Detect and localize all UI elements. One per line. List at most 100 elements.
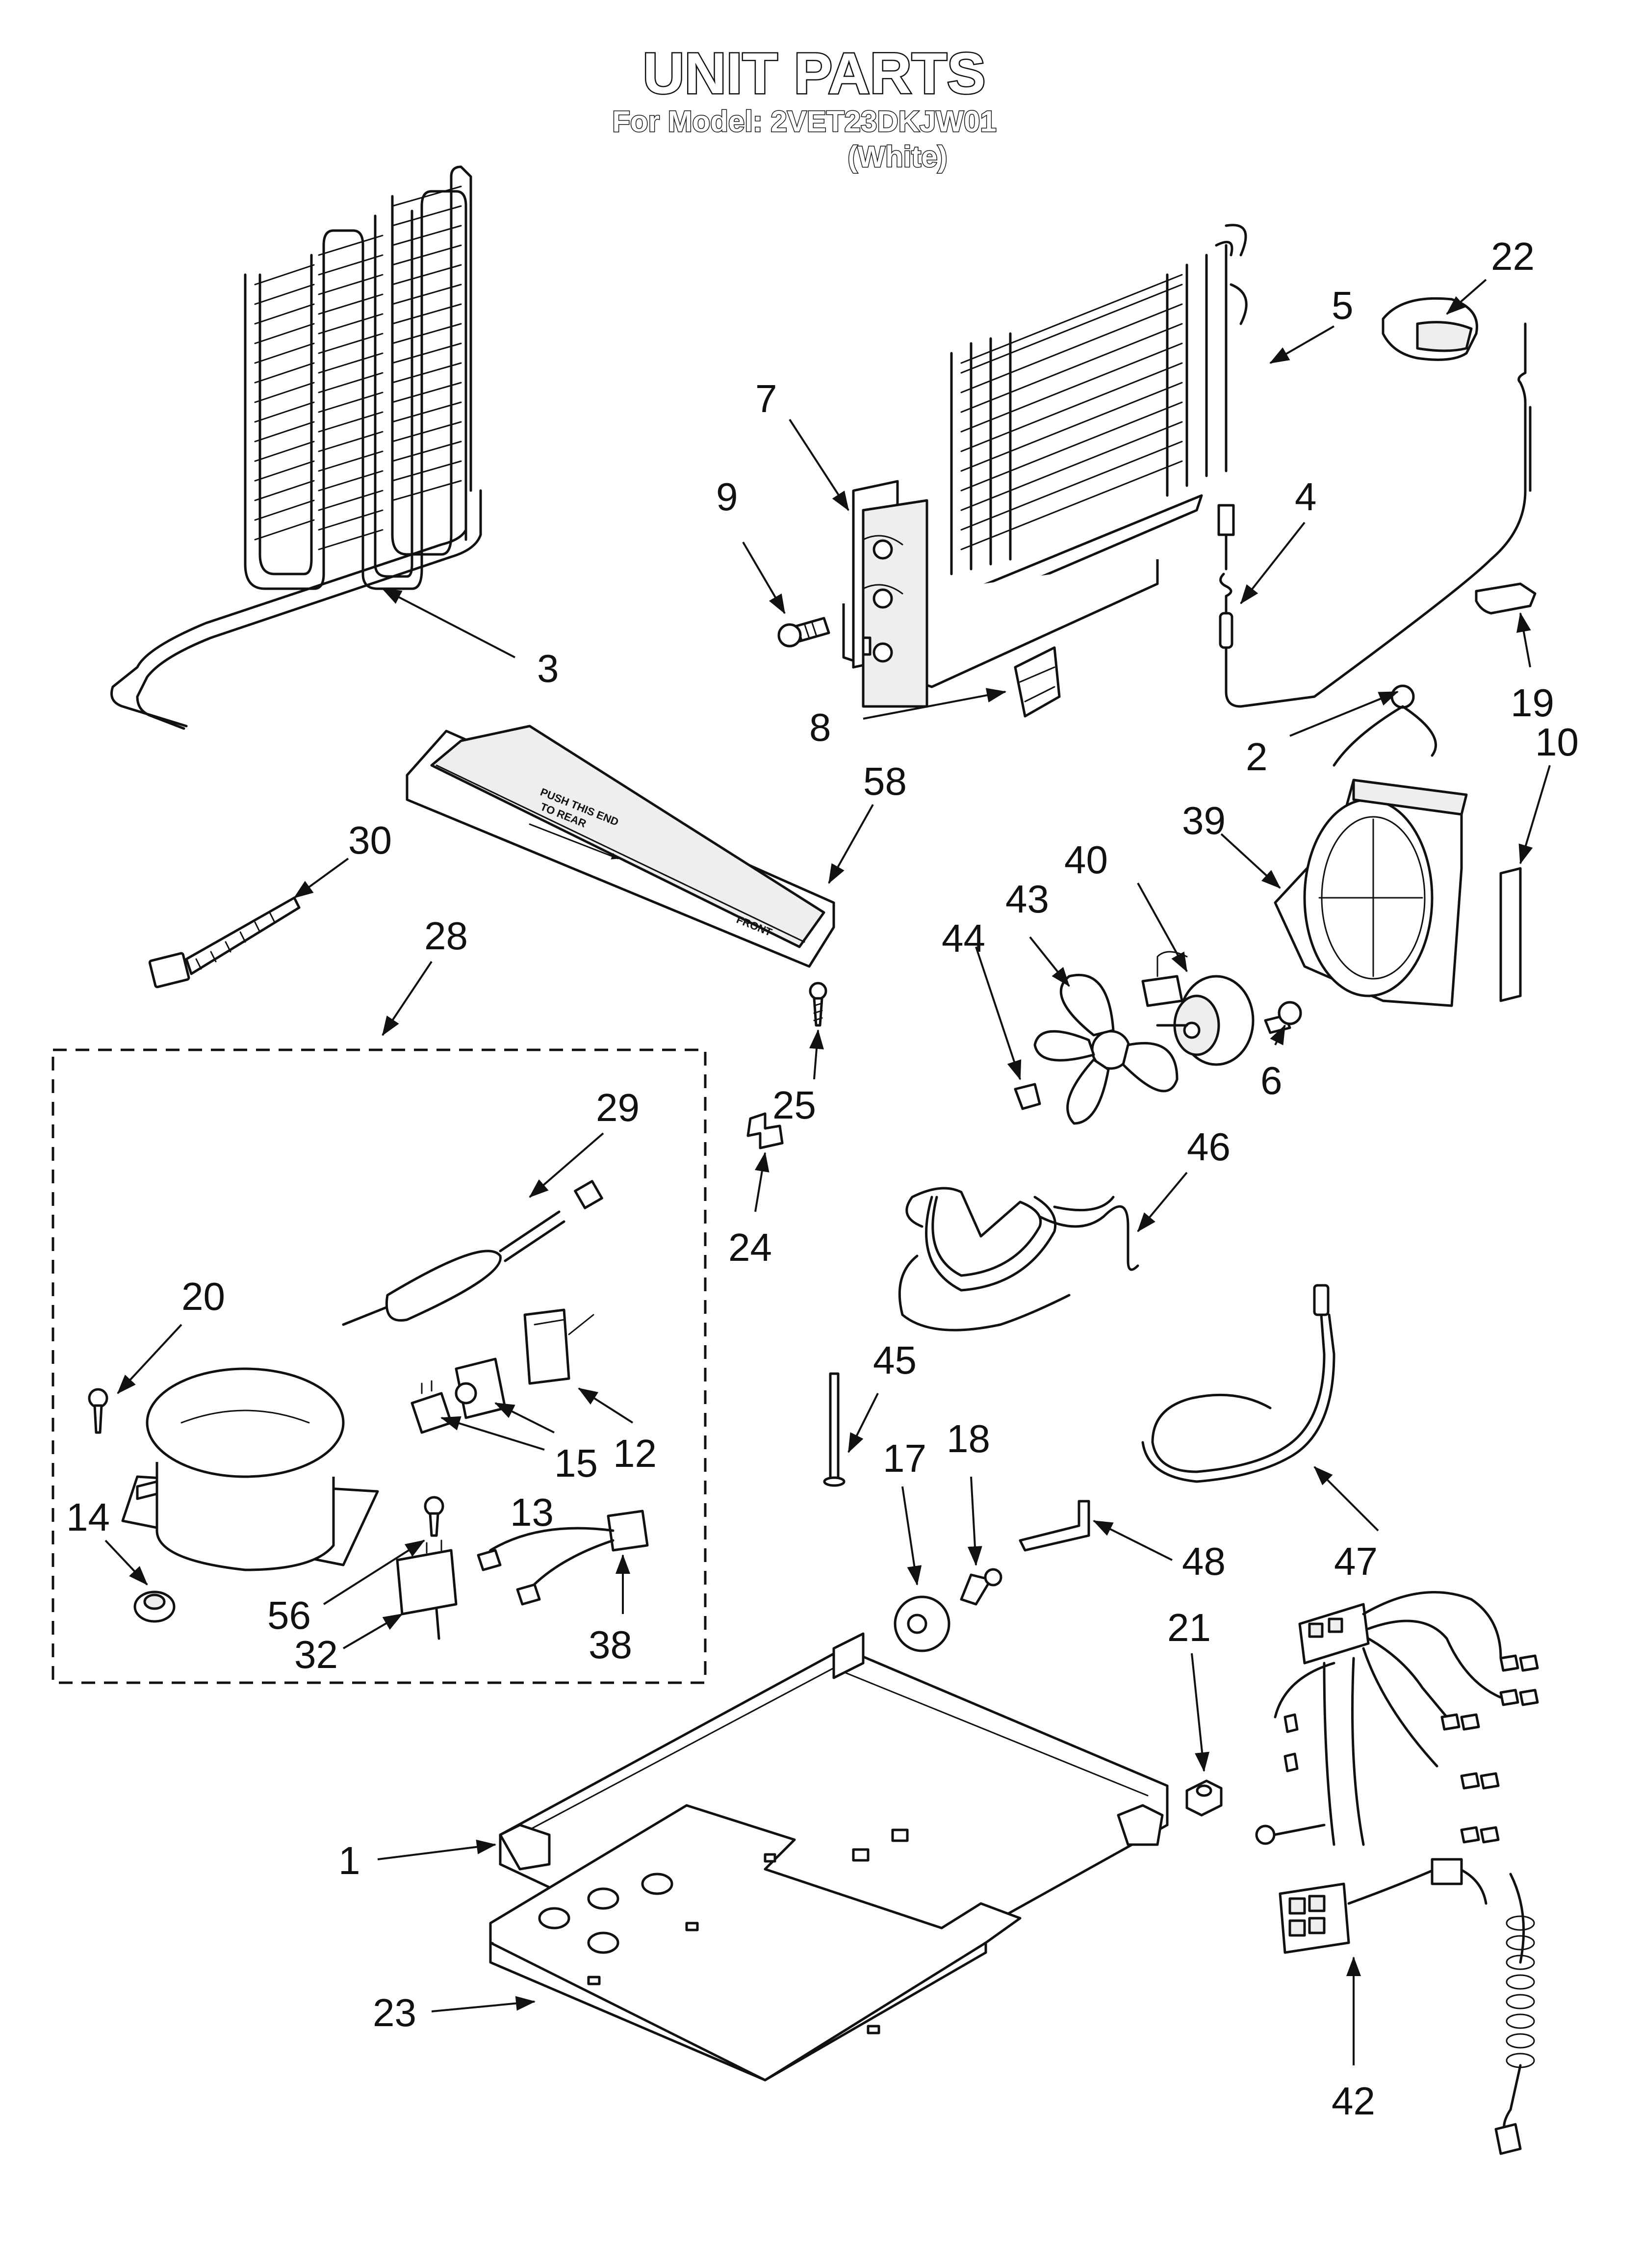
callout-24: 24 [728,1225,772,1269]
compressor-body [121,1367,379,1571]
arrow-12 [578,1387,634,1424]
arrow-21 [1191,1653,1209,1772]
header: UNIT PARTS For Model: 2VET23DKJW01 (Whit… [612,40,998,174]
callout-8: 8 [809,705,831,749]
evaporator-part-5 [777,224,1248,708]
model-line: For Model: 2VET23DKJW01 [612,105,997,138]
callout-25: 25 [772,1083,816,1127]
arrow-24 [754,1152,770,1212]
arrow-22 [1446,279,1487,315]
arrow-3 [382,588,515,658]
tube-part-47 [1141,1284,1335,1483]
callout-9: 9 [716,475,738,519]
nut-part-21 [1185,1779,1223,1817]
callout-47: 47 [1334,1539,1378,1583]
callout-12: 12 [613,1432,657,1475]
wire-harness-part-42 [1255,1590,1539,2155]
arrow-46 [1137,1172,1188,1232]
callout-48: 48 [1182,1539,1226,1583]
elbow-tube-part-48 [1019,1500,1090,1552]
wire-harness-coil [1506,1915,1535,2068]
callout-44: 44 [942,916,985,960]
screw-part-6 [1264,1001,1302,1034]
arrow-23 [431,1996,536,2012]
callout-32: 32 [294,1633,338,1676]
callout-20: 20 [181,1275,225,1318]
drain-hose-part-46 [898,1187,1139,1331]
arrow-29 [529,1132,604,1198]
arrow-15 [494,1402,555,1434]
arrow-18 [967,1476,982,1566]
rod-part-45 [823,1372,846,1487]
callout-10: 10 [1535,720,1579,764]
arrow-44 [975,946,1022,1080]
callout-13: 13 [510,1490,554,1534]
pin-part-18 [960,1568,1002,1606]
arrow-2 [1289,691,1399,737]
arrow-13 [440,1416,545,1451]
callout-29: 29 [596,1086,640,1129]
capacitor-part-32 [396,1539,458,1640]
callout-17: 17 [883,1436,926,1480]
relay-part-15 [455,1357,507,1419]
callout-40: 40 [1064,838,1108,882]
callout-1: 1 [338,1839,360,1882]
callout-45: 45 [873,1338,917,1382]
arrow-7 [789,418,849,511]
fan-shroud-part-39 [1274,779,1468,1007]
callout-46: 46 [1187,1125,1231,1169]
callout-30: 30 [348,818,392,862]
callout-56: 56 [267,1593,311,1637]
condenser-coil-part-3 [110,165,482,730]
fan-motor-part-40 [1141,951,1255,1066]
callout-21: 21 [1167,1606,1211,1649]
arrow-6 [1270,1024,1286,1045]
clip-part-24 [746,1112,784,1149]
arrow-56 [323,1539,425,1605]
fan-clip-part-44 [1014,1083,1041,1110]
callout-28: 28 [424,914,468,958]
arrow-10 [1518,765,1551,864]
bracket-part-8 [1014,646,1061,718]
callout-6: 6 [1260,1059,1283,1102]
cable-tie-part-30 [148,896,301,989]
insulation-board-part-23 [489,1804,1022,2082]
arrow-25 [809,1029,824,1080]
callout-22: 22 [1491,235,1535,278]
arrow-5 [1269,325,1334,364]
overload-part-13 [410,1380,453,1434]
arrow-14 [104,1539,148,1586]
color-note: (White) [847,140,947,173]
arrow-48 [1093,1520,1173,1561]
arrow-40 [1137,883,1188,972]
screw-part-20 [88,1388,108,1434]
callout-42: 42 [1332,2079,1375,2123]
page-title: UNIT PARTS [642,41,985,106]
callout-38: 38 [589,1623,632,1667]
grommet-part-14 [133,1590,176,1623]
arrow-17 [901,1486,922,1586]
callout-5: 5 [1332,284,1354,327]
relay-cover-part-12 [523,1308,594,1385]
cap-part-22 [1382,297,1478,361]
callout-14: 14 [66,1495,110,1539]
callout-3: 3 [537,647,559,690]
thermistor-part-4 [1217,322,1532,708]
arrow-39 [1220,833,1281,889]
callout-19: 19 [1511,681,1554,725]
arrow-43 [1029,936,1070,987]
clip-part-19 [1475,582,1537,615]
arrow-45 [847,1393,879,1453]
callout-labels: 3 7 9 5 22 4 19 8 2 10 58 39 40 43 44 6 … [66,235,1579,2123]
arrow-32 [342,1613,403,1649]
callout-2: 2 [1246,735,1268,779]
arrow-4 [1240,521,1306,604]
arrow-19 [1516,612,1531,668]
callout-7: 7 [755,377,777,420]
roller-part-17 [894,1595,950,1652]
callout-23: 23 [373,1991,416,2034]
callout-4: 4 [1295,475,1317,519]
evaporator-bracket-part-7 [862,499,928,708]
fan-blade-part-43 [1033,973,1179,1125]
callout-39: 39 [1182,799,1226,842]
